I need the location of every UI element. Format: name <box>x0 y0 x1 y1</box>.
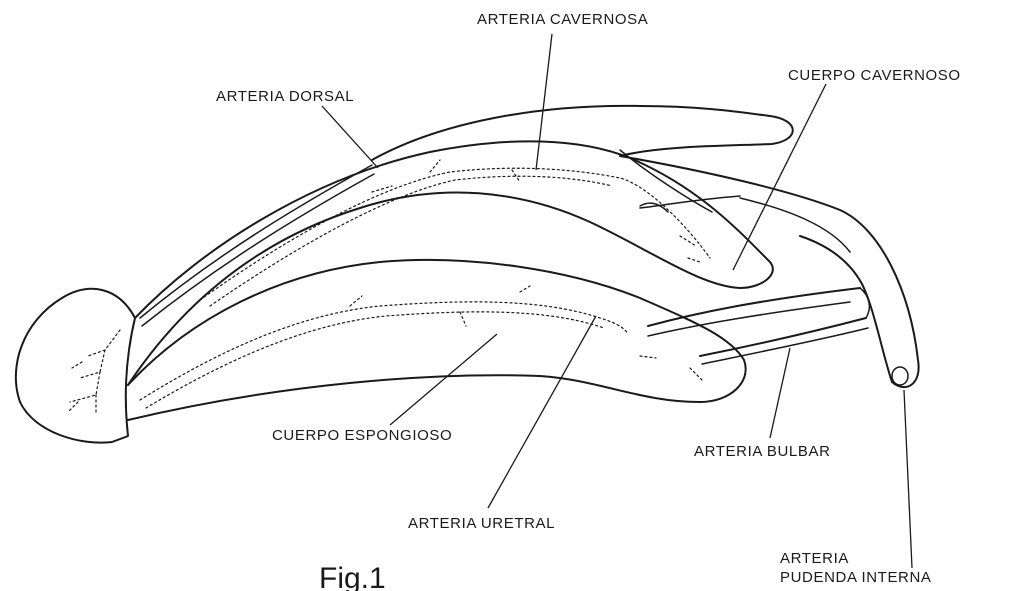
bulbar-artery-bend <box>860 288 869 318</box>
label-cuerpo-esponjoso: CUERPO ESPONGIOSO <box>272 427 452 444</box>
leader-cuerpo-esponjoso <box>390 334 497 425</box>
leader-arteria-uretral <box>488 316 596 508</box>
leader-arteria-cavernosa <box>536 34 552 170</box>
leader-arteria-pudenda <box>904 390 912 568</box>
pudendal-artery-section <box>892 367 908 385</box>
urethral-branch-dots <box>350 286 702 380</box>
leader-cuerpo-cavernoso <box>733 84 826 270</box>
label-arteria-bulbar: ARTERIA BULBAR <box>694 443 831 460</box>
label-arteria-uretral: ARTERIA URETRAL <box>408 515 555 532</box>
bulbar-artery-lower-inner <box>702 328 868 364</box>
glans-vessel-dots <box>68 330 120 415</box>
cavernous-branch-dots <box>372 160 700 262</box>
label-cuerpo-cavernoso: CUERPO CAVERNOSO <box>788 67 961 84</box>
leader-arteria-bulbar <box>770 348 790 438</box>
figure-caption: Fig.1 <box>319 562 386 591</box>
label-arteria-pudenda-line1: ARTERIA <box>780 550 849 567</box>
leader-arteria-dorsal <box>322 106 378 168</box>
label-arteria-cavernosa: ARTERIA CAVERNOSA <box>477 11 648 28</box>
bulbar-artery-upper <box>648 288 860 326</box>
corpus-spongiosum-outline <box>128 260 746 420</box>
pudendal-artery-inner <box>740 198 850 252</box>
bulbar-artery-lower <box>700 318 866 356</box>
cavernous-artery-dots <box>200 168 710 300</box>
label-arteria-pudenda-line2: PUDENDA INTERNA <box>780 569 932 586</box>
urethral-artery-dots-2 <box>146 312 604 408</box>
corpus-cavernosum-outline <box>128 141 773 385</box>
pudendal-artery-outer <box>620 156 919 387</box>
dorsal-artery-line-lower <box>142 174 374 326</box>
label-arteria-dorsal: ARTERIA DORSAL <box>216 88 354 105</box>
